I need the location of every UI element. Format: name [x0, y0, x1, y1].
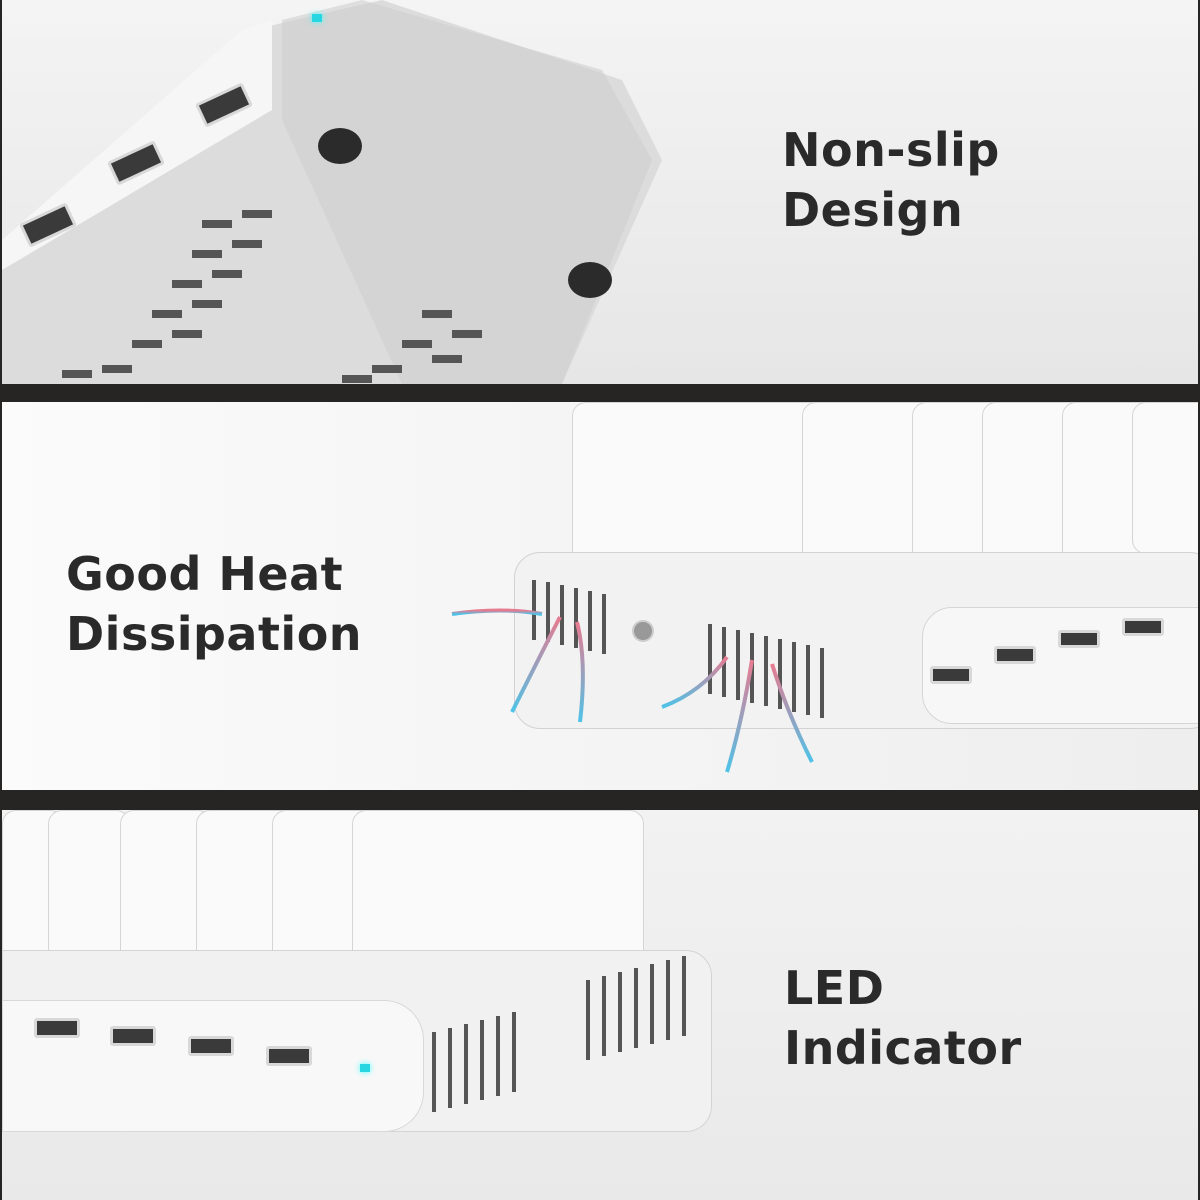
vent-slot [634, 968, 638, 1048]
caption-line: Dissipation [66, 607, 363, 661]
caption-non-slip: Non-slip Design [782, 120, 1000, 240]
usb-port [188, 1036, 234, 1056]
usb-port [110, 1026, 156, 1046]
device-slot [48, 810, 130, 962]
vent-slot [602, 976, 606, 1056]
vent-slot [736, 630, 740, 700]
vent-slot [820, 648, 824, 718]
vent-slot [708, 624, 712, 694]
usb-port [994, 646, 1036, 664]
usb-port [266, 1046, 312, 1066]
vent-slot [546, 582, 550, 642]
vent-slot [480, 1020, 484, 1100]
vent-slot [602, 594, 606, 654]
vent-slot [588, 591, 592, 651]
vent-slot [512, 1012, 516, 1092]
panel-led-indicator: LED Indicator [2, 810, 1198, 1200]
vent-slot [806, 645, 810, 715]
vent-slot [618, 972, 622, 1052]
vent-slot [682, 956, 686, 1036]
vent-slot [464, 1024, 468, 1104]
airflow-arrows-icon [451, 608, 814, 773]
device-slot [1132, 402, 1198, 554]
caption-led: LED Indicator [784, 958, 1022, 1078]
vent-slot [574, 588, 578, 648]
usb-port [930, 666, 972, 684]
led-indicator-icon [312, 14, 322, 22]
panel-non-slip: Non-slip Design [2, 0, 1198, 384]
led-indicator-icon [360, 1064, 370, 1072]
vent-slot [560, 585, 564, 645]
caption-line: Design [782, 183, 964, 237]
charger-side-image [442, 402, 1198, 790]
caption-line: LED [784, 961, 885, 1015]
vent-slot [586, 980, 590, 1060]
vent-slot [432, 1032, 436, 1112]
vent-slot [496, 1016, 500, 1096]
vent-slot [778, 639, 782, 709]
vent-slot [448, 1028, 452, 1108]
caption-heat: Good Heat Dissipation [66, 544, 362, 664]
rubber-foot-icon [568, 262, 612, 298]
usb-port [1058, 630, 1100, 648]
charger-underside-image [2, 0, 662, 384]
charger-front-image [2, 810, 722, 1200]
vent-slot [764, 636, 768, 706]
caption-line: Indicator [784, 1021, 1022, 1075]
vent-slot [650, 964, 654, 1044]
vent-slot [532, 580, 536, 640]
usb-port [34, 1018, 80, 1038]
caption-line: Good Heat [66, 547, 344, 601]
caption-line: Non-slip [782, 123, 1000, 177]
panel-heat-dissipation: Good Heat Dissipation [2, 402, 1198, 790]
dc-power-jack [632, 620, 654, 642]
charger-body-icon [2, 0, 662, 384]
rubber-foot-icon [318, 128, 362, 164]
vent-slot [666, 960, 670, 1040]
usb-port [1122, 618, 1164, 636]
vent-slot [792, 642, 796, 712]
